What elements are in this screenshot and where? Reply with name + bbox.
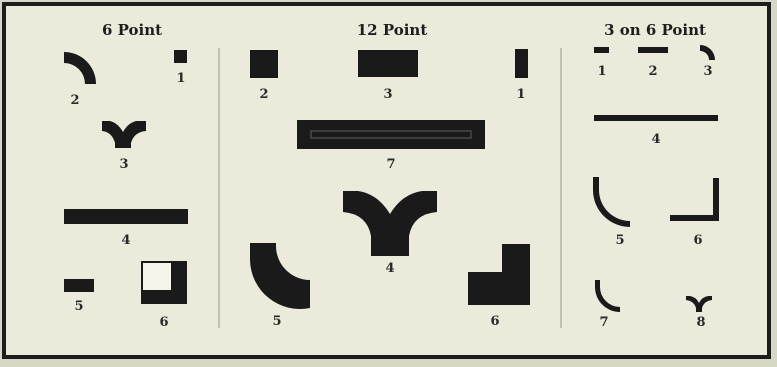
twelve-point-label-7: 7 [386,157,395,172]
six-point-label-5: 5 [74,299,83,314]
six-point-label-4: 4 [121,233,130,248]
six-point-label-6: 6 [159,315,168,330]
three-on-six-label-7: 7 [599,315,608,330]
three-on-six-piece-4-rule [594,115,718,121]
three-on-six-piece-2-dash [638,47,668,53]
six-point-piece-1-square [174,50,187,63]
twelve-point-label-3: 3 [383,87,392,102]
twelve-point-label-6: 6 [490,314,499,329]
section-heading-6-point: 6 Point [102,21,162,39]
six-point-piece-5-bar [64,279,94,292]
section-heading-12-point: 12 Point [357,21,428,39]
three-on-six-piece-1-dash [594,47,609,53]
twelve-point-piece-2-square [250,50,278,78]
twelve-point-label-2: 2 [259,87,268,102]
twelve-point-piece-3-block [358,50,418,77]
three-on-six-label-5: 5 [615,233,624,248]
three-on-six-label-4: 4 [651,132,660,147]
six-point-label-3: 3 [119,157,128,172]
six-point-piece-6-inner [143,263,171,290]
three-on-six-label-1: 1 [597,64,606,79]
three-on-six-label-8: 8 [696,315,705,330]
twelve-point-label-4: 4 [385,261,394,276]
twelve-point-piece-1-vertical-bar [515,49,528,78]
section-heading-3-on-6-point: 3 on 6 Point [604,21,706,39]
three-on-six-label-2: 2 [648,64,657,79]
twelve-point-label-1: 1 [516,87,525,102]
twelve-point-label-5: 5 [272,314,281,329]
twelve-point-piece-7-bar [297,120,485,149]
six-point-piece-4-bar [64,209,188,224]
six-point-label-1: 1 [176,71,185,86]
six-point-label-2: 2 [70,93,79,108]
three-on-six-label-3: 3 [703,64,712,79]
three-on-six-label-6: 6 [693,233,702,248]
